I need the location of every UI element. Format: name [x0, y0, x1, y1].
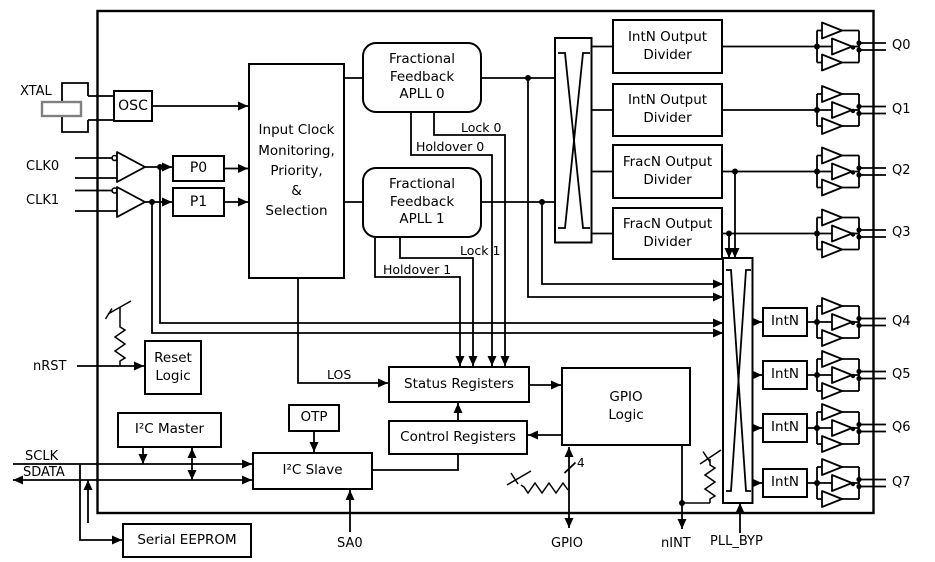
crystal-symbol: [40, 82, 113, 133]
pin-label-clk0: CLK0: [26, 159, 60, 174]
pin-label-nrst: nRST: [33, 359, 67, 374]
pin-label-q1: Q1: [892, 101, 911, 117]
output-buffer-q7: [813, 458, 887, 508]
bus-width-slash: [563, 461, 577, 474]
pin-label-q7: Q7: [892, 474, 911, 490]
block-serial-eeprom: Serial EEPROM: [122, 523, 252, 558]
pin-label-gpio: GPIO: [551, 536, 583, 551]
block-intn-divider-q4: IntN: [762, 307, 808, 337]
block-intn-divider-q7: IntN: [762, 468, 808, 498]
block-gpio-logic: GPIO Logic: [561, 367, 691, 446]
signal-label-holdover0: Holdover 0: [416, 139, 485, 154]
pin-label-pll-byp: PLL_BYP: [710, 534, 763, 549]
pin-label-sdata: SDATA: [23, 465, 65, 480]
block-control-registers: Control Registers: [388, 420, 528, 455]
block-apll0: Fractional Feedback APLL 0: [362, 42, 482, 113]
signal-label-lock1: Lock 1: [460, 243, 501, 258]
block-reset-logic: Reset Logic: [144, 340, 202, 395]
signal-label-gpio-bus-width: 4: [577, 456, 585, 470]
block-input-clock-monitor: Input Clock Monitoring, Priority, & Sele…: [248, 63, 345, 279]
block-fracn-output-divider-0: FracN Output Divider: [612, 144, 723, 199]
block-fracn-output-divider-1: FracN Output Divider: [612, 207, 723, 260]
block-status-registers: Status Registers: [388, 366, 530, 403]
block-i2c-slave: I²C Slave: [252, 452, 373, 490]
signal-label-lock0: Lock 0: [461, 120, 502, 135]
signal-label-holdover1: Holdover 1: [383, 262, 452, 277]
block-apll1: Fractional Feedback APLL 1: [362, 167, 482, 238]
pin-label-q2: Q2: [892, 163, 911, 178]
block-p1-divider: P1: [172, 187, 225, 217]
pin-label-nint: nINT: [661, 536, 691, 551]
output-buffer-q2: [813, 146, 887, 197]
output-crossbar-switch: [554, 37, 593, 244]
pin-label-q4: Q4: [892, 313, 911, 329]
bypass-crossbar-switch: [722, 257, 754, 504]
nrst-pullup-resistor: [104, 300, 132, 366]
gpio-pull-resistor: [506, 470, 569, 495]
nint-pullup-resistor: [682, 449, 722, 504]
block-p0-divider: P0: [172, 155, 225, 182]
output-buffer-q3: [813, 208, 887, 259]
pin-label-sclk: SCLK: [25, 449, 59, 464]
output-buffer-q5: [813, 350, 887, 400]
output-buffer-q0: [813, 21, 887, 72]
block-intn-output-divider-0: IntN Output Divider: [612, 19, 723, 74]
pin-label-xtal: XTAL: [20, 84, 52, 99]
clk-input-buffers: [75, 151, 172, 218]
block-intn-divider-q6: IntN: [762, 413, 808, 443]
output-buffer-q1: [813, 85, 887, 135]
block-i2c-master: I²C Master: [117, 412, 222, 448]
block-otp: OTP: [288, 404, 340, 432]
pin-label-sa0: SA0: [337, 536, 363, 551]
block-osc: OSC: [113, 90, 153, 122]
block-intn-output-divider-1: IntN Output Divider: [612, 83, 723, 137]
block-intn-divider-q5: IntN: [762, 360, 808, 390]
output-buffer-q4: [813, 297, 887, 347]
pin-label-q3: Q3: [892, 225, 911, 240]
output-buffer-q6: [813, 403, 887, 453]
pin-label-q5: Q5: [892, 366, 911, 382]
pin-label-clk1: CLK1: [26, 193, 60, 208]
chip-boundary: [96, 9, 875, 515]
signal-label-los: LOS: [327, 367, 352, 382]
pin-label-q6: Q6: [892, 419, 911, 435]
pin-label-q0: Q0: [892, 38, 911, 53]
